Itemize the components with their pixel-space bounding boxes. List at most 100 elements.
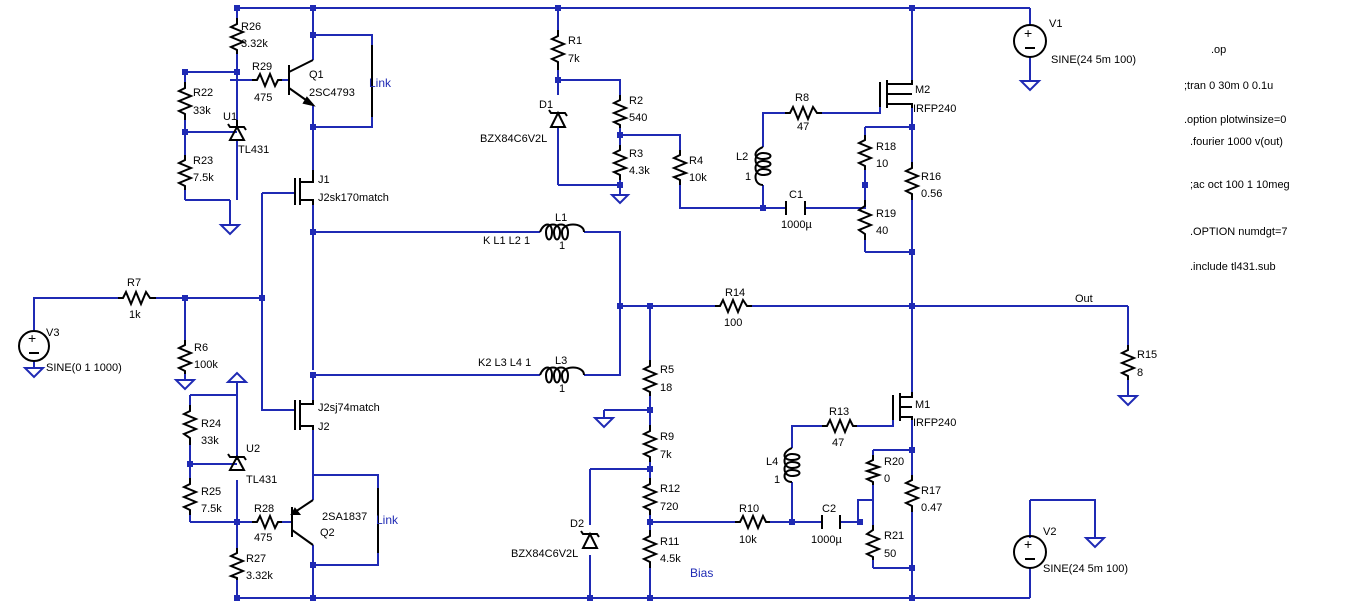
label-r22-name: R22: [193, 87, 213, 99]
resistor-r6: [176, 340, 194, 374]
resistor-r27: [228, 548, 246, 580]
label-r27-value: 3.32k: [246, 570, 273, 582]
label-r29-value: 475: [254, 92, 272, 104]
resistor-r12: [641, 478, 659, 515]
resistor-r19: [856, 200, 874, 240]
label-r3-name: R3: [629, 148, 643, 160]
label-r21-value: 50: [884, 548, 896, 560]
label-r13-name: R13: [829, 406, 849, 418]
inductor-l1: [539, 223, 585, 241]
label-m1-value: IRFP240: [913, 417, 956, 429]
spice-directive: .option plotwinsize=0: [1184, 114, 1286, 126]
label-l2-value: 1: [745, 171, 751, 183]
bjt-q2: [290, 499, 314, 546]
label-r2-name: R2: [629, 95, 643, 107]
resistor-r25: [181, 478, 199, 515]
label-q1-name: Q1: [309, 69, 324, 81]
spice-directive: ;ac oct 100 1 10meg: [1190, 179, 1290, 191]
label-r29-name: R29: [252, 61, 272, 73]
label-r17-value: 0.47: [921, 502, 942, 514]
ground-symbol: [218, 224, 242, 236]
label-v3-name: V3: [46, 327, 59, 339]
resistor-r4: [671, 150, 689, 185]
resistor-r24: [181, 405, 199, 445]
label-v1-value: SINE(24 5m 100): [1051, 54, 1136, 66]
label-r12-name: R12: [660, 483, 680, 495]
label-d1-name: D1: [539, 99, 553, 111]
label-r7-name: R7: [127, 277, 141, 289]
label-r19-name: R19: [876, 208, 896, 220]
label-c1-name: C1: [789, 189, 803, 201]
label-c2-name: C2: [822, 503, 836, 515]
resistor-r10: [735, 513, 770, 531]
label-d1-value: BZX84C6V2L: [480, 133, 547, 145]
resistor-r7: [118, 289, 156, 307]
label-r1-value: 7k: [568, 53, 580, 65]
inductor-l2: [754, 146, 772, 186]
resistor-r2: [611, 95, 629, 128]
jfet-j1: [294, 170, 314, 205]
voltage-source-v1: +: [1013, 24, 1047, 58]
inductor-l4: [783, 447, 801, 483]
ground-symbol: [173, 379, 197, 391]
label-v2-name: V2: [1043, 526, 1056, 538]
label-r17-name: R17: [921, 485, 941, 497]
spice-directive: .include tl431.sub: [1190, 261, 1276, 273]
link-label-top: Link: [369, 76, 392, 90]
label-c1-value: 1000µ: [781, 219, 812, 231]
ground-symbol: [225, 371, 249, 383]
label-c2-value: 1000µ: [811, 534, 842, 546]
label-r5-name: R5: [660, 364, 674, 376]
label-r8-name: R8: [795, 92, 809, 104]
label-l2-name: L2: [736, 151, 748, 163]
resistor-r16: [903, 162, 921, 200]
label-l4-value: 1: [774, 474, 780, 486]
voltage-source-v2: +: [1013, 535, 1047, 569]
resistor-r21: [864, 525, 882, 560]
resistor-r13: [822, 417, 857, 435]
label-q2-value: 2SA1837: [322, 511, 367, 523]
ground-symbol: [592, 417, 616, 429]
label-r15-name: R15: [1137, 349, 1157, 361]
label-r14-name: R14: [725, 287, 745, 299]
label-l3-value: 1: [559, 383, 565, 395]
net-label-out: Out: [1075, 293, 1093, 305]
label-r26-value: 3.32k: [241, 38, 268, 50]
label-r20-name: R20: [884, 456, 904, 468]
label-r4-name: R4: [689, 155, 703, 167]
wires: [33, 7, 1129, 599]
coupling-k2: K2 L3 L4 1: [478, 357, 531, 369]
shunt-regulator-u2: [227, 453, 247, 471]
net-label-bias: Bias: [690, 566, 713, 580]
label-r23-value: 7.5k: [193, 172, 214, 184]
label-m2-name: M2: [915, 84, 930, 96]
resistor-r15: [1119, 345, 1137, 380]
shunt-regulator-u1: [227, 120, 247, 141]
resistor-r9: [641, 425, 659, 462]
label-r28-value: 475: [254, 532, 272, 544]
label-r25-value: 7.5k: [201, 503, 222, 515]
label-l3-name: L3: [555, 355, 567, 367]
label-u1-value: TL431: [238, 144, 269, 156]
label-r20-value: 0: [884, 473, 890, 485]
label-q1-value: 2SC4793: [309, 87, 355, 99]
ground-symbol: [609, 194, 631, 205]
ground-symbol: [1018, 80, 1042, 92]
resistor-r3: [611, 145, 629, 180]
label-r19-value: 40: [876, 225, 888, 237]
label-r6-value: 100k: [194, 359, 218, 371]
label-v1-name: V1: [1049, 18, 1062, 30]
resistor-r26: [228, 18, 246, 54]
label-r7-value: 1k: [129, 309, 141, 321]
label-r16-name: R16: [921, 171, 941, 183]
capacitor-c2: [821, 515, 841, 529]
label-v3-value: SINE(0 1 1000): [46, 362, 122, 374]
bjt-q1: [288, 59, 316, 107]
label-r15-value: 8: [1137, 367, 1143, 379]
ground-symbol: [22, 367, 46, 379]
label-q2-name: Q2: [320, 527, 335, 539]
label-u2-name: U2: [246, 443, 260, 455]
label-r10-name: R10: [739, 503, 759, 515]
label-r11-name: R11: [660, 536, 679, 548]
